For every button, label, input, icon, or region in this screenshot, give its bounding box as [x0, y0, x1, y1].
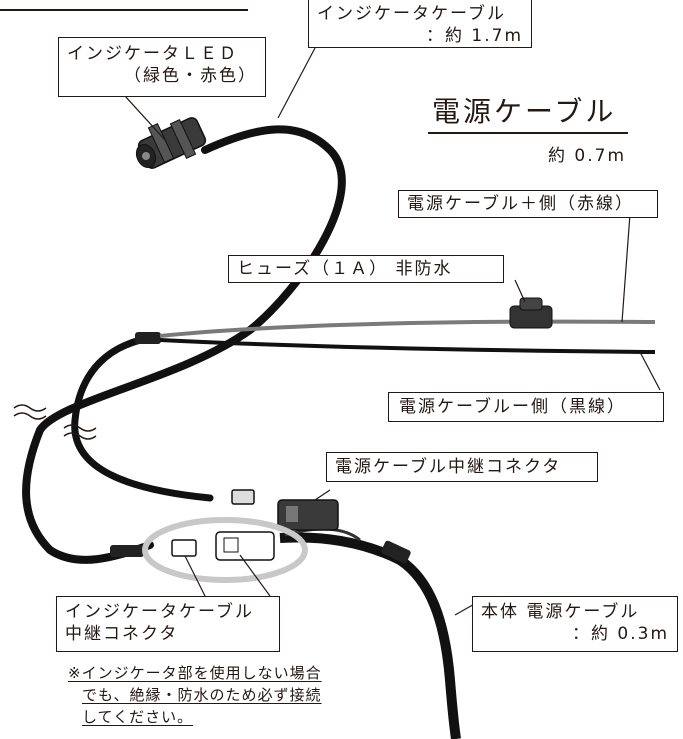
highlight-ring: [142, 517, 308, 583]
indicator-relay-connector-line2: 中継コネクタ: [65, 624, 179, 644]
cable-break-mark: [13, 404, 97, 440]
indicator-relay-connector-female: [215, 531, 275, 561]
power-minus-text: 電源ケーブルー側（黒線）: [399, 397, 626, 417]
note-line-2: でも、絶縁・防水のため必ず接続: [82, 686, 322, 704]
fuse-holder: [509, 297, 553, 329]
power-cable-sleeve: [135, 332, 161, 344]
power-relay-connector-female: [277, 499, 339, 531]
main-power-cable-name: 本体 電源ケーブル: [481, 602, 640, 622]
power-cable-title-underline: [428, 132, 628, 134]
main-unit-power-cable: [279, 532, 461, 739]
usage-note: ※インジケータ部を使用しない場合 でも、絶縁・防水のため必ず接続 してください。: [68, 662, 322, 728]
indicator-relay-connector-male: [171, 539, 197, 557]
indicator-cable-length: ：約 1.7m: [426, 26, 523, 46]
label-indicator-cable: インジケータケーブル ：約 1.7m: [308, 0, 532, 48]
leader-lines: [124, 47, 661, 616]
power-cable-title: 電源ケーブル: [432, 95, 617, 128]
power-relay-connector-male: [231, 489, 255, 505]
indicator-cable: [22, 125, 346, 564]
main-unit-sleeve: [381, 540, 411, 564]
indicator-led: [135, 117, 207, 169]
indicator-led-name: インジケータＬＥＤ: [67, 44, 238, 64]
label-fuse: ヒューズ（１Ａ） 非防水: [228, 255, 504, 283]
indicator-led-colors: （緑色・赤色）: [124, 66, 257, 86]
label-power-relay-connector: 電源ケーブル中継コネクタ: [326, 452, 598, 482]
note-line-1: ※インジケータ部を使用しない場合: [68, 664, 322, 682]
power-plus-text: 電源ケーブル＋側（赤線）: [407, 194, 634, 214]
label-power-plus: 電源ケーブル＋側（赤線）: [398, 190, 658, 218]
label-main-power-cable: 本体 電源ケーブル ：約 0.3m: [472, 596, 678, 652]
red-wire: [159, 319, 656, 338]
power-cable-main: [71, 334, 214, 502]
label-indicator-led: インジケータＬＥＤ （緑色・赤色）: [58, 37, 266, 97]
label-power-minus: 電源ケーブルー側（黒線）: [388, 392, 664, 422]
black-wire: [159, 338, 656, 354]
label-indicator-relay-connector: インジケータケーブル 中継コネクタ: [56, 596, 280, 652]
indicator-relay-connector-line1: インジケータケーブル: [65, 602, 254, 622]
main-power-cable-length: ：約 0.3m: [572, 624, 669, 644]
power-cable-length: 約 0.7m: [548, 146, 626, 166]
fuse-text: ヒューズ（１Ａ） 非防水: [237, 259, 453, 279]
note-line-3: してください。: [82, 708, 194, 726]
power-relay-connector-text: 電源ケーブル中継コネクタ: [335, 457, 562, 477]
indicator-cable-sleeve: [110, 545, 144, 557]
indicator-cable-name: インジケータケーブル: [317, 4, 506, 24]
